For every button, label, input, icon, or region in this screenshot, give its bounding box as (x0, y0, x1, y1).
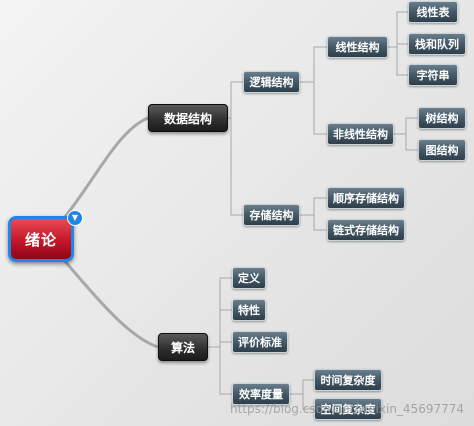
node-linear-structure[interactable]: 线性结构 (327, 36, 388, 58)
node-logical-structure[interactable]: 逻辑结构 (243, 71, 300, 93)
node-algorithm[interactable]: 算法 (158, 333, 208, 361)
node-graph[interactable]: 图结构 (418, 139, 466, 161)
node-definition[interactable]: 定义 (232, 267, 266, 289)
node-sequential-storage[interactable]: 顺序存储结构 (327, 187, 405, 209)
node-space-complexity[interactable]: 空间复杂度 (314, 398, 382, 420)
node-time-complexity[interactable]: 时间复杂度 (314, 369, 382, 391)
connector-storage-split (299, 197, 328, 231)
node-stack-queue[interactable]: 栈和队列 (408, 33, 466, 55)
node-storage-structure[interactable]: 存储结构 (243, 204, 300, 226)
root-topic-node[interactable]: 绪论 (8, 216, 74, 262)
node-string[interactable]: 字符串 (408, 64, 458, 86)
node-evaluation[interactable]: 评价标准 (232, 331, 288, 353)
connector-root-algorithm (62, 258, 160, 349)
watermark-text: https://blog.csdn.net/weixin_45697774 (229, 402, 464, 416)
connector-algorithm-split (207, 277, 233, 395)
node-efficiency[interactable]: 效率度量 (232, 383, 290, 405)
node-tree[interactable]: 树结构 (418, 107, 466, 129)
node-data-structure[interactable]: 数据结构 (148, 104, 228, 132)
connector-logical-split (299, 46, 328, 135)
node-linear-list[interactable]: 线性表 (408, 1, 458, 23)
connector-efficiency-split (289, 379, 315, 410)
connector-ds-split (227, 81, 244, 216)
connector-linear-split (387, 11, 409, 76)
node-nonlinear-structure[interactable]: 非线性结构 (327, 123, 394, 145)
node-linked-storage[interactable]: 链式存储结构 (327, 219, 405, 241)
node-characteristics[interactable]: 特性 (232, 299, 266, 321)
collapse-toggle-icon[interactable]: ▼ (67, 210, 83, 226)
connector-root-data-structure (62, 116, 150, 220)
connector-nonlinear-split (393, 117, 419, 151)
